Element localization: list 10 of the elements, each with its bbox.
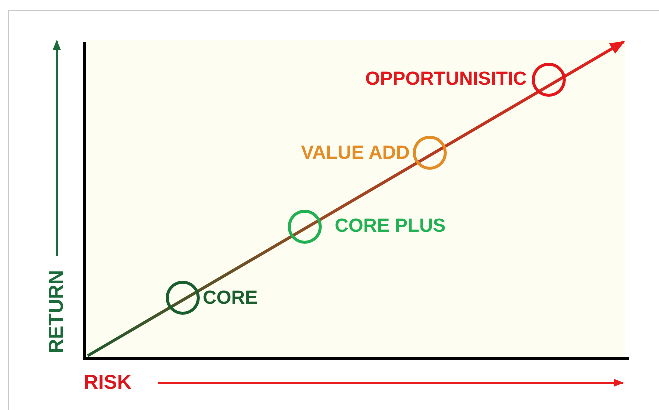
marker-circle	[288, 210, 322, 244]
axis-title: RETURN	[46, 270, 68, 354]
category-label: CORE	[203, 288, 258, 310]
axis-title: RISK	[84, 372, 132, 394]
marker-circle	[166, 281, 200, 315]
category-label: VALUE ADD	[301, 143, 410, 165]
category-label: CORE PLUS	[335, 216, 446, 238]
marker-circle	[532, 63, 566, 97]
marker-circle	[413, 136, 447, 170]
category-label: OPPORTUNISITIC	[365, 69, 527, 91]
